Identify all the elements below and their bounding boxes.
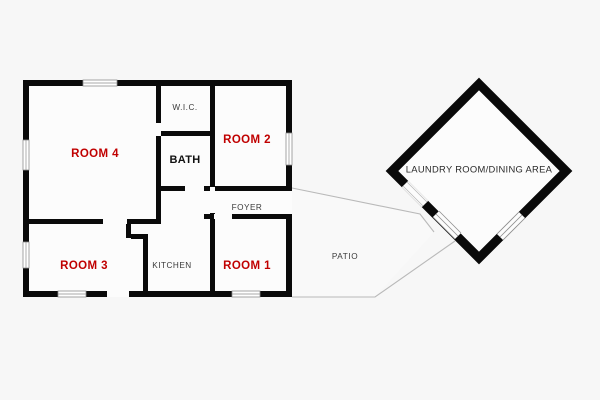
label-room2: ROOM 2 (223, 134, 271, 146)
windows (22, 79, 293, 298)
label-detached: LAUNDRY ROOM/DINING AREA (406, 163, 553, 174)
label-wic: W.I.C. (172, 103, 197, 112)
door-foyer-kitchen (210, 187, 215, 213)
door-detached-west (401, 180, 429, 208)
label-room1: ROOM 1 (223, 260, 271, 272)
door-kitchen-south (107, 291, 129, 297)
window-room2-east (285, 132, 293, 166)
wall-room2-foyer (204, 186, 292, 191)
label-patio: PATIO (332, 252, 358, 261)
door-room1 (214, 214, 232, 219)
door-room4 (103, 219, 127, 224)
window-room1-south (231, 290, 261, 298)
label-kitchen: KITCHEN (152, 261, 191, 270)
wall-foyer-bottom-left (204, 214, 214, 219)
door-openings (103, 123, 232, 256)
label-room4: ROOM 4 (71, 148, 119, 160)
wall-foyer-bottom-right (232, 214, 292, 219)
wall-room4-corner-stub (156, 212, 161, 224)
window-room4-west (22, 139, 30, 171)
label-foyer: FOYER (232, 203, 263, 212)
wall-room4-wic (156, 86, 161, 123)
wall-kitchen-room1 (210, 191, 215, 297)
wall-room3-kitchen-step-h (126, 234, 148, 239)
wall-room3-kitchen-upper (126, 219, 131, 239)
wall-room3-kitchen-lower (143, 234, 148, 297)
wall-bath-room2 (210, 86, 215, 187)
door-foyer-entry (286, 191, 292, 214)
detached-walls (385, 77, 573, 265)
wall-exterior-top (23, 80, 292, 86)
wall-exterior-left (23, 80, 29, 297)
patio-fill (292, 188, 434, 297)
wall-room4-bath (156, 136, 161, 212)
patio-outline-upper (291, 187, 435, 233)
window-detached-southeast (496, 211, 526, 241)
wall-bath-bottom-left (156, 186, 185, 191)
patio-outline-lower (292, 240, 456, 298)
window-detached-southwest (432, 210, 462, 240)
wall-exterior-bottom (23, 291, 292, 297)
window-room4-north (82, 79, 118, 87)
label-room3: ROOM 3 (60, 260, 108, 272)
door-room3 (126, 238, 131, 256)
interior-walls (23, 86, 292, 297)
door-wic (156, 123, 161, 136)
wall-room4-bottom-right (131, 219, 161, 224)
room-labels: ROOM 4 ROOM 3 ROOM 2 ROOM 1 BATH W.I.C. … (60, 103, 553, 272)
detached-structure (385, 77, 573, 265)
label-bath: BATH (170, 154, 201, 166)
door-bath (185, 186, 204, 191)
window-room3-west (22, 241, 30, 269)
patio-area (291, 187, 456, 298)
wall-room4-bottom (23, 219, 131, 224)
wall-wic-bath (156, 131, 215, 136)
window-room3-south (57, 290, 87, 298)
